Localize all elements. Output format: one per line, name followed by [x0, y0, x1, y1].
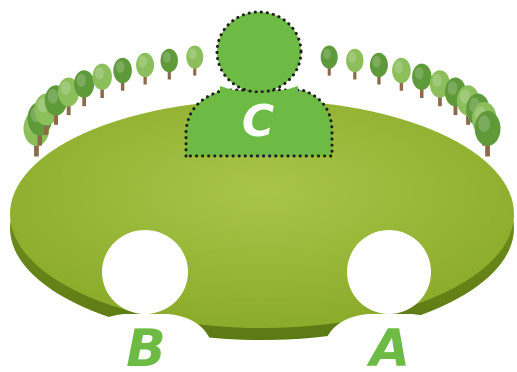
- tree-icon: [92, 63, 112, 98]
- tree-icon: [74, 70, 95, 107]
- person-b: B: [78, 230, 214, 372]
- tree-icon: [369, 52, 388, 85]
- tree-icon: [160, 48, 178, 80]
- person-silhouette-icon: [78, 230, 214, 372]
- tree-icon: [113, 57, 132, 91]
- tree-icon: [474, 110, 501, 157]
- tree-icon: [412, 63, 432, 98]
- person-c-label: C: [242, 96, 274, 147]
- person-c: C: [184, 10, 334, 158]
- tree-icon: [346, 48, 364, 80]
- tree-icon: [136, 52, 155, 85]
- tree-icon: [320, 45, 338, 76]
- dotted-person-silhouette-icon: [184, 10, 334, 158]
- person-a-label: A: [366, 319, 410, 372]
- person-silhouette-icon: [322, 230, 458, 372]
- tree-icon: [392, 57, 411, 91]
- tree-row: [23, 45, 501, 157]
- tree-icon: [58, 77, 80, 116]
- person-a: A: [322, 230, 458, 372]
- person-b-label: B: [126, 319, 166, 372]
- tree-icon: [186, 45, 204, 76]
